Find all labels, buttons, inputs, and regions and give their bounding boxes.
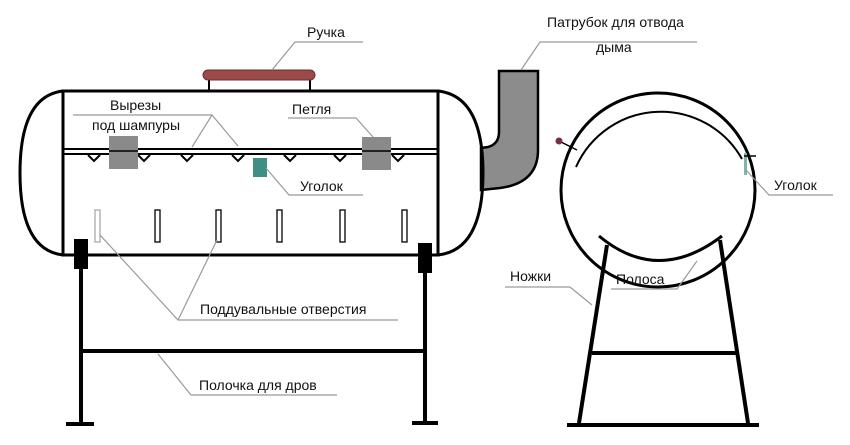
skewer-notch [391, 154, 405, 163]
vent-slot [94, 209, 101, 243]
skewer-notch [87, 154, 101, 163]
leader-strap [611, 260, 698, 290]
leader-angle [265, 167, 363, 196]
hinge-right [362, 137, 391, 170]
vent-slot [215, 209, 222, 243]
label-legs: Ножки [510, 268, 551, 284]
angle-bracket-end [744, 153, 747, 175]
barrel-left-cap [18, 89, 64, 257]
label-vent-holes: Поддувальные отверстия [200, 301, 366, 317]
barrel-circle [559, 91, 757, 289]
label-smoke-pipe-2: дыма [596, 39, 632, 55]
skewer-notch [180, 154, 194, 163]
end-leg-right [718, 239, 750, 424]
leader-smoke-pipe [520, 41, 697, 71]
label-smoke-pipe-1: Патрубок для отвода [547, 14, 684, 30]
leg-mount-left [74, 239, 88, 269]
skewer-notches [87, 154, 405, 163]
end-view: Уголок Ножки Полоса [505, 91, 833, 427]
leader-end-angle [745, 169, 833, 196]
lid-handle-knob [555, 137, 563, 145]
leader-hinge [288, 117, 374, 138]
skewer-notch [231, 154, 245, 163]
leader-wood-shelf [157, 353, 337, 396]
smoke-pipe [479, 69, 540, 192]
skewer-notch [333, 154, 347, 163]
vent-slot [276, 209, 283, 243]
strap [598, 234, 723, 262]
hinge-left [109, 136, 138, 169]
leader-vent-holes [99, 234, 398, 321]
vent-slot [401, 209, 408, 243]
label-angle-side: Уголок [300, 178, 344, 194]
vent-slot [154, 209, 161, 243]
leader-legs [505, 286, 593, 306]
vent-slots [94, 209, 408, 243]
barrel-right-cap [437, 89, 485, 257]
label-hinge: Петля [292, 101, 331, 117]
label-angle-end: Уголок [774, 177, 818, 193]
label-skewer-cuts-2: под шампуры [92, 117, 180, 133]
side-view: Ручка Вырезы под шампуры Петля Уголок По… [18, 14, 697, 426]
vent-slot [339, 209, 346, 243]
label-skewer-cuts-1: Вырезы [110, 97, 161, 113]
barrel-body [61, 89, 440, 257]
angle-bracket [253, 158, 267, 177]
leader-handle [271, 41, 363, 71]
lid-handle-rod [560, 141, 578, 151]
skewer-notch [137, 154, 151, 163]
leader-skewer-cuts [73, 114, 239, 148]
end-leg-left [577, 244, 609, 424]
lid-arc [575, 110, 743, 168]
skewer-notch [283, 154, 297, 163]
label-strap: Полоса [616, 271, 665, 287]
label-wood-shelf: Полочка для дров [199, 377, 317, 393]
leg-mount-right [418, 243, 432, 273]
handle-bar [202, 69, 316, 81]
label-handle: Ручка [307, 24, 345, 40]
